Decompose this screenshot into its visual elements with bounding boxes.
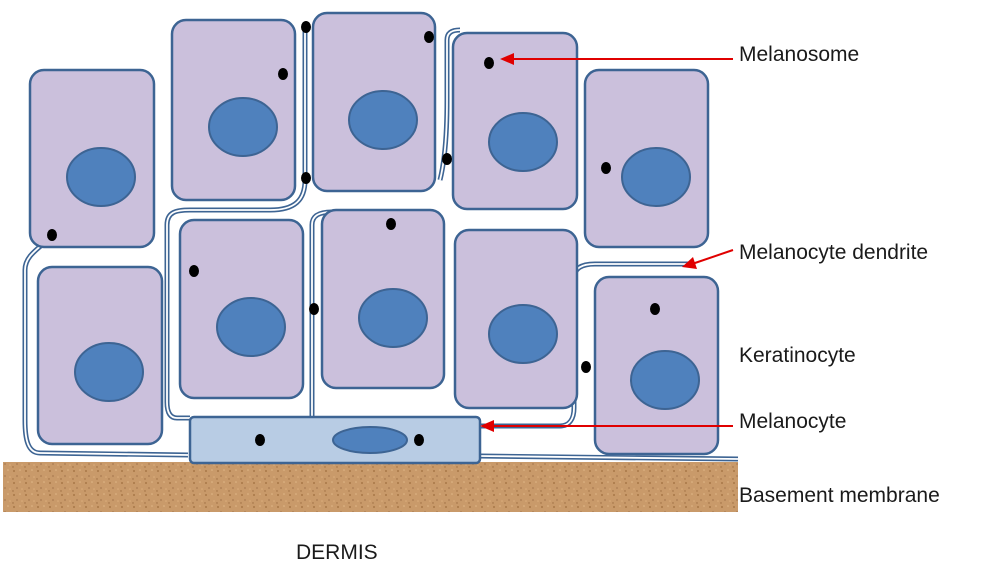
nuclei bbox=[66, 90, 700, 410]
melanosome-dot bbox=[278, 68, 288, 80]
melanosome-dot bbox=[601, 162, 611, 174]
nucleus bbox=[488, 112, 558, 172]
melanosome-dot bbox=[386, 218, 396, 230]
melanosome-dot bbox=[414, 434, 424, 446]
nucleus bbox=[358, 288, 428, 348]
melanosome-dot bbox=[581, 361, 591, 373]
melanosome-arrowhead bbox=[500, 53, 514, 65]
melanosome-dot bbox=[189, 265, 199, 277]
melanosome-dot bbox=[309, 303, 319, 315]
melanocyte-nucleus bbox=[332, 426, 408, 454]
label-arrows bbox=[480, 53, 734, 432]
melanocyte bbox=[188, 415, 482, 465]
nucleus bbox=[74, 342, 144, 402]
dendrite-arrow bbox=[691, 249, 734, 265]
melanosome-dot bbox=[301, 21, 311, 33]
melanosome-dot bbox=[424, 31, 434, 43]
nucleus bbox=[630, 350, 700, 410]
label-dermis: DERMIS bbox=[296, 541, 378, 564]
nucleus bbox=[348, 90, 418, 150]
melanosome-dot bbox=[484, 57, 494, 69]
nucleus bbox=[66, 147, 136, 207]
label-melanocyte-dendrite: Melanocyte dendrite bbox=[739, 241, 928, 264]
nucleus bbox=[208, 97, 278, 157]
melanocyte-arrowhead bbox=[480, 420, 494, 432]
dendrite-arrowhead bbox=[682, 257, 697, 269]
label-keratinocyte: Keratinocyte bbox=[739, 344, 856, 367]
melanosome-dot bbox=[650, 303, 660, 315]
nucleus bbox=[488, 304, 558, 364]
basement-membrane bbox=[3, 462, 738, 512]
melanosomes bbox=[47, 21, 660, 446]
label-melanocyte: Melanocyte bbox=[739, 410, 846, 433]
melanosome-dot bbox=[442, 153, 452, 165]
melanosome-dot bbox=[301, 172, 311, 184]
nucleus bbox=[216, 297, 286, 357]
nucleus bbox=[621, 147, 691, 207]
label-basement-membrane: Basement membrane bbox=[739, 484, 940, 507]
melanosome-dot bbox=[255, 434, 265, 446]
label-melanosome: Melanosome bbox=[739, 43, 859, 66]
melanosome-dot bbox=[47, 229, 57, 241]
